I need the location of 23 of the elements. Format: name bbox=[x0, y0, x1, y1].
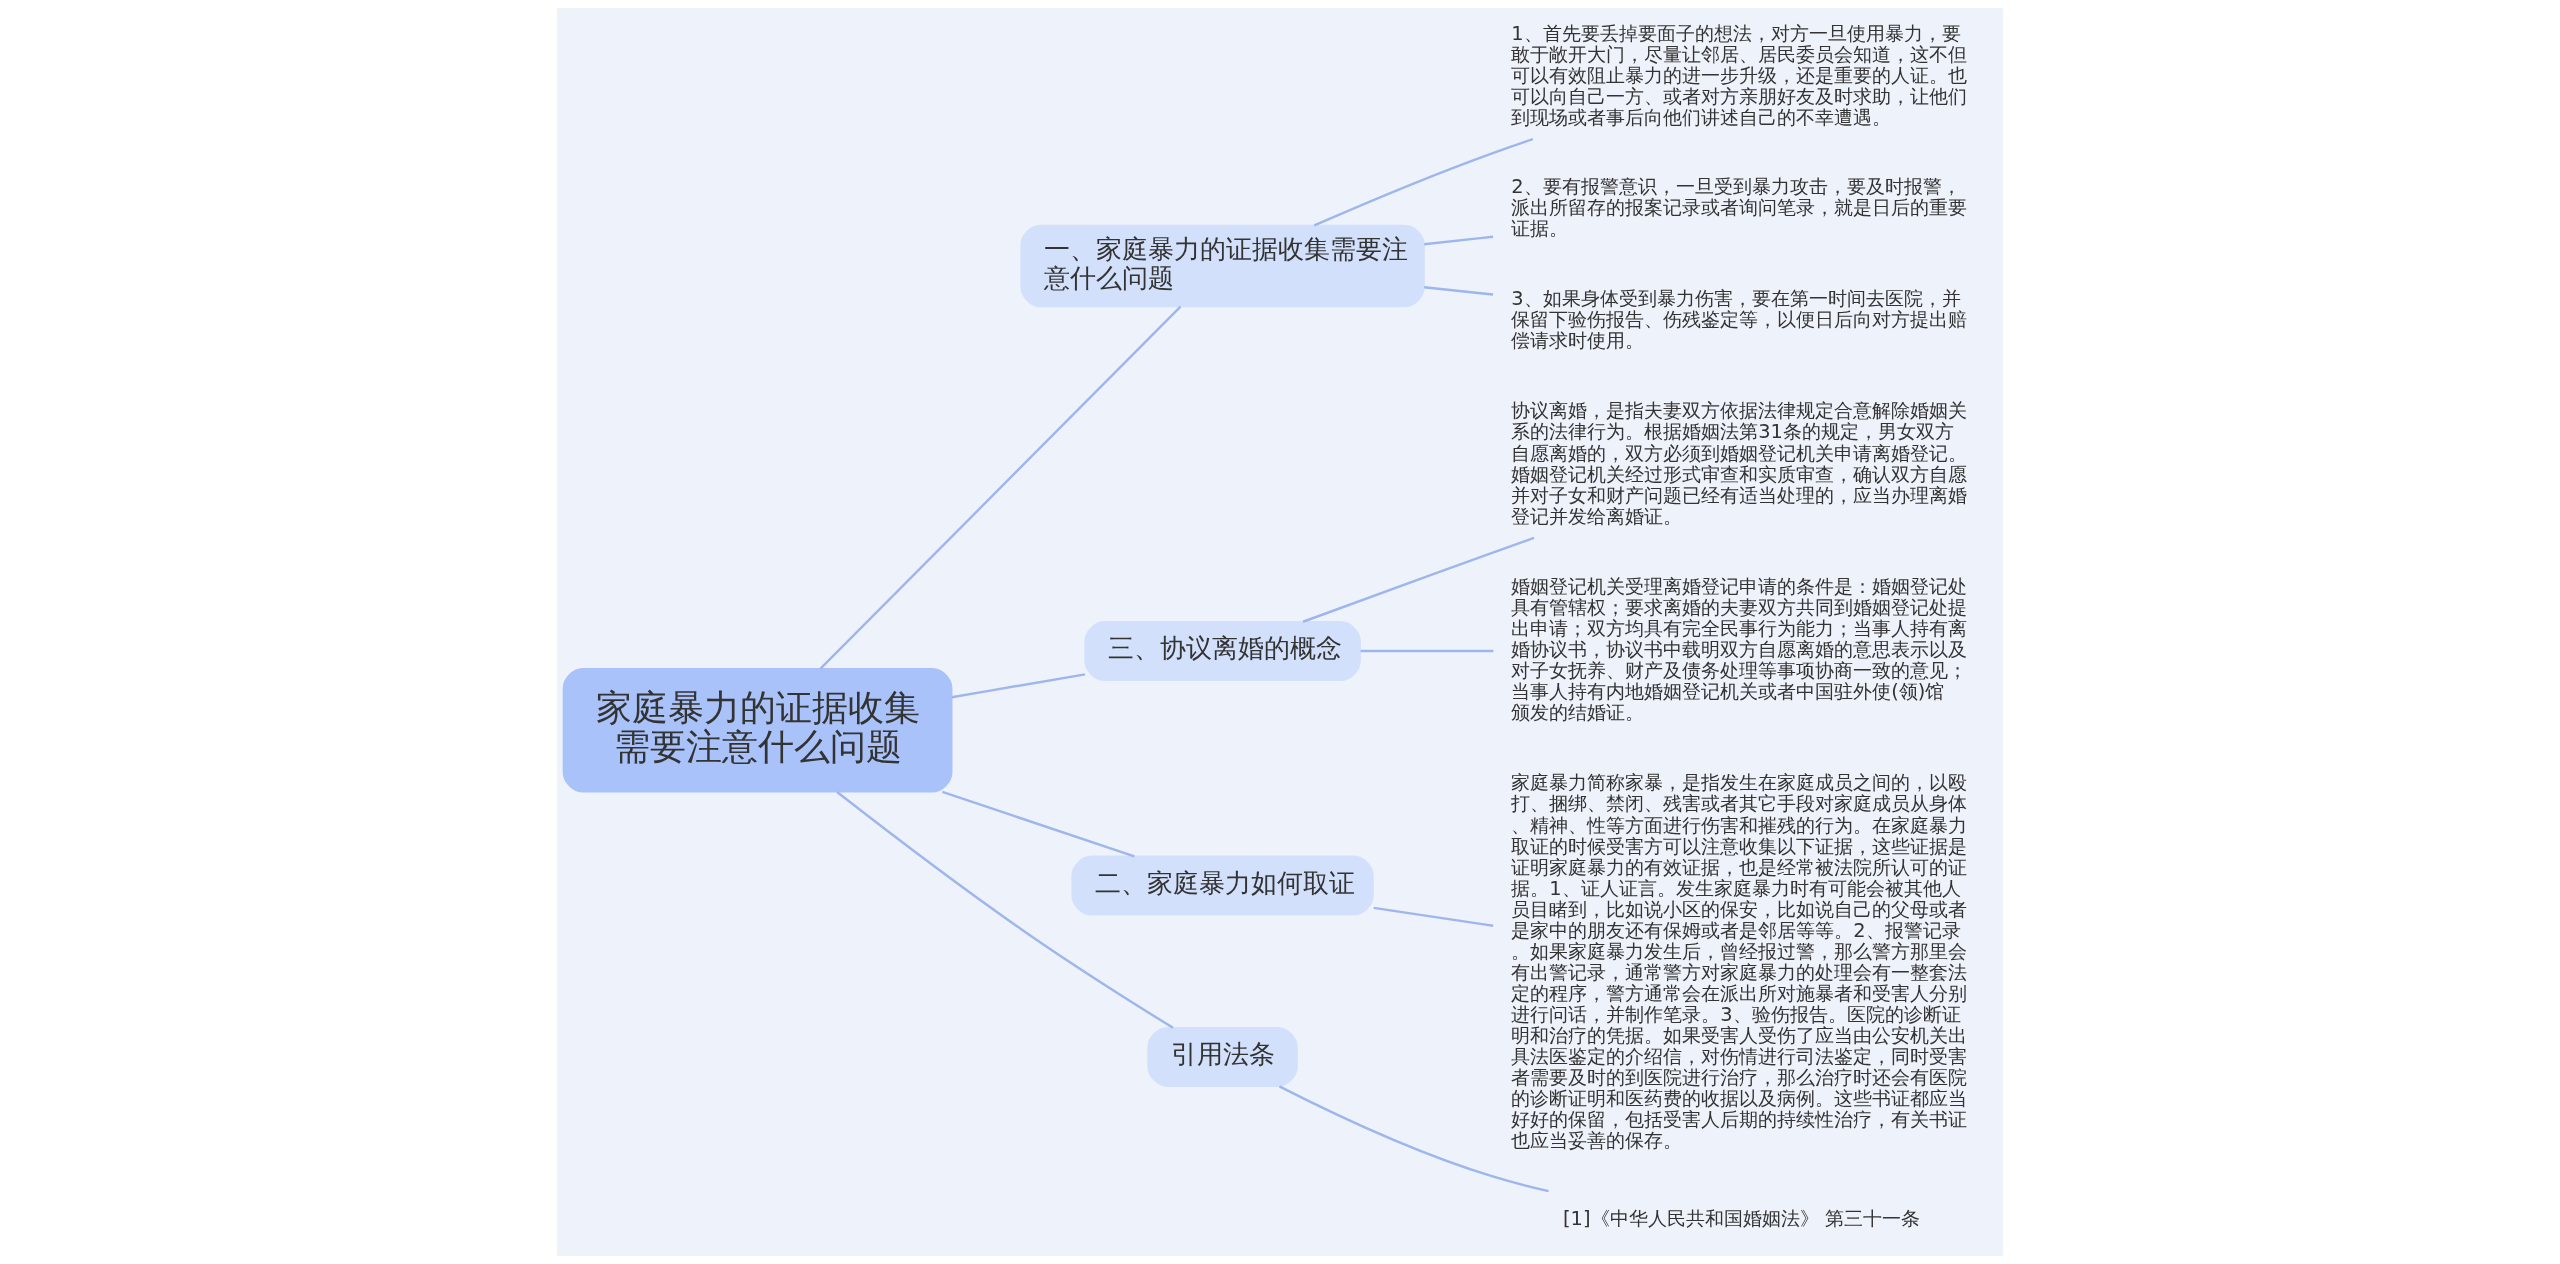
connector bbox=[1302, 536, 1535, 623]
connector bbox=[1278, 1085, 1549, 1193]
connector bbox=[1373, 906, 1494, 927]
node-text: 1、首先要丢掉要面子的想法，对方一旦使用暴力，要敢于敞开大门，尽量让邻居、居民委员会知道，这不但可以有效阻止暴力的进一步升级，还是重要的人证。也可以向自己一方、或者对方亲朋好友及时求助，让他们到现场或者事后向他们讲述自己的不幸遭遇。 bbox=[1511, 21, 1968, 129]
connector bbox=[1424, 235, 1494, 246]
node-text: 婚姻登记机关受理离婚登记申请的条件是：婚姻登记处具有管辖权；要求离婚的夫妻双方共同到婚姻登记处提出申请；双方均具有完全民事行为能力；当事人持有离婚协议书，协议书中载明双方自愿离婚的意思表示以及对子女抚养、财产及债务处理等事项协商一致的意见；当事人持有内地婚姻登记机关或者中国驻外使(领)馆颁发的结婚证。 bbox=[1511, 574, 1968, 725]
node-box: 引用法条 bbox=[1147, 1027, 1298, 1087]
connector bbox=[819, 305, 1182, 670]
connector bbox=[1360, 649, 1494, 653]
node-box: 二、家庭暴力如何取证 bbox=[1071, 855, 1374, 916]
connector bbox=[1313, 137, 1534, 227]
connector bbox=[836, 791, 1174, 1029]
node-box: 家庭暴力的证据收集需要注意什么问题 bbox=[562, 668, 953, 793]
node-text: 3、如果身体受到暴力伤害，要在第一时间去医院，并保留下验伤报告、伤残鉴定等，以便日后向对方提出赔偿请求时使用。 bbox=[1511, 287, 1968, 353]
node-text: 家庭暴力简称家暴，是指发生在家庭成员之间的，以殴打、捆绑、禁闭、残害或者其它手段对家庭成员从身体、精神、性等方面进行伤害和摧残的行为。在家庭暴力取证的时候受害方可以注意收集以下证据，这些证据是证明家庭暴力的有效证据，也是经常被法院所认可的证据。1、证人证言。发生家庭暴力时有可能会被其他人员目睹到，比如说小区的保安，比如说自己的父母或者是家中的朋友还有保姆或者是邻居等等。2、报警记录。如果家庭暴力发生后，曾经报过警，那么警方那里会有出警记录，通常警方对家庭暴力的处理会有一整套法定的程序，警方通常会在派出所对施暴者和受害人分别进行问话，并制作笔录。3、验伤报告。医院的诊断证明和治疗的凭据。如果受害人受伤了应当由公安机关出具法医鉴定的介绍信，对伤情进行司法鉴定，同时受害者需要及时的到医院进行治疗，那么治疗时还会有医院的诊断证明和医药费的收据以及病例。这些书证都应当好好的保留，包括受害人后期的持续性治疗，有关书证也应当妥善的保存。 bbox=[1511, 771, 1968, 1152]
connector bbox=[951, 673, 1086, 699]
node-box: 三、协议离婚的概念 bbox=[1084, 621, 1361, 681]
node-text: 协议离婚，是指夫妻双方依据法律规定合意解除婚姻关系的法律行为。根据婚姻法第31条的规定，男女双方自愿离婚的，双方必须到婚姻登记机关申请离婚登记。婚姻登记机关经过形式审查和实质审查，确认双方自愿并对子女和财产问题已经有适当处理的，应当办理离婚登记并发给离婚证。 bbox=[1511, 399, 1968, 528]
connector bbox=[941, 790, 1135, 858]
node-text: [1]《中华人民共和国婚姻法》 第三十一条 bbox=[1563, 1207, 1920, 1231]
node-box: 一、家庭暴力的证据收集需要注意什么问题 bbox=[1020, 224, 1425, 308]
connector bbox=[1424, 286, 1494, 296]
node-text: 2、要有报警意识，一旦受到暴力攻击，要及时报警，派出所留存的报案记录或者询问笔录，就是日后的重要证据。 bbox=[1511, 175, 1968, 241]
